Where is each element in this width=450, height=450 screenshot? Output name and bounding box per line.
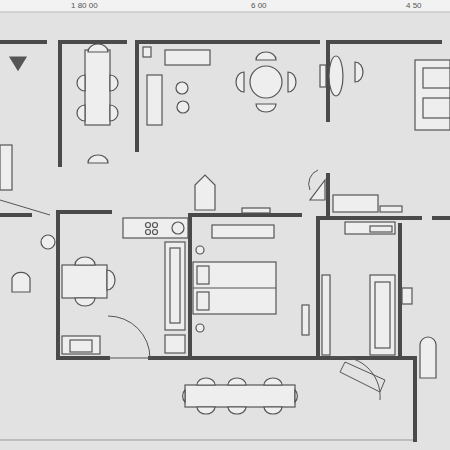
terrace-edge xyxy=(0,440,415,441)
doors xyxy=(0,170,385,400)
dimension-label: 6 00 xyxy=(250,1,268,10)
paper-strip xyxy=(0,0,450,12)
walls xyxy=(0,42,450,440)
dimension-label: 4 50 xyxy=(405,1,423,10)
furniture xyxy=(0,44,450,414)
dimension-line xyxy=(0,12,450,13)
dimension-label: 1 80 00 xyxy=(70,1,99,10)
